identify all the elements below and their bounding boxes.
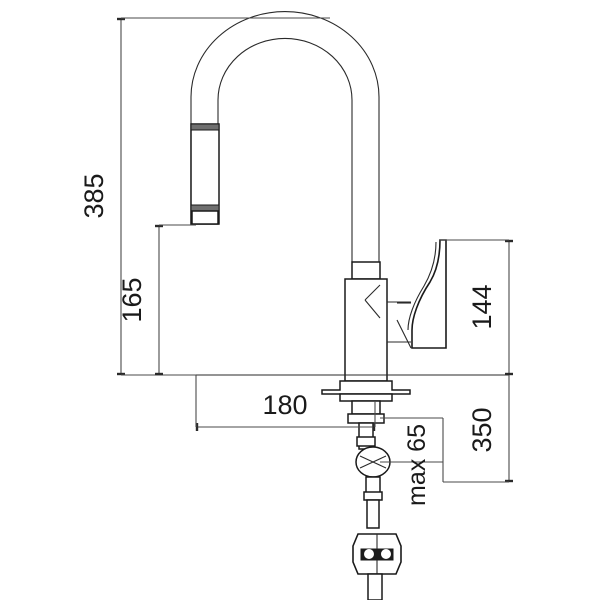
dim-385-label: 385 [79,173,109,218]
mounting-flange [321,380,411,395]
lever-handle-outer [411,239,447,349]
dim-180-label: 180 [262,390,307,420]
dim-350-label: 350 [467,407,497,452]
hose-collar-upper [356,436,376,447]
counterweight-dot-right [381,549,391,559]
hose-ball-detail-right [371,455,387,469]
gooseneck-inner-profile [217,37,353,262]
dimension-max-deck-thickness: max 65 [380,417,444,506]
hose-tube-mid [366,499,380,529]
spray-head-top-band [190,123,220,131]
gooseneck-outer-profile [190,11,380,262]
dimension-below-deck-length: 350 [443,375,513,483]
lever-handle-inner-curve [407,241,437,331]
mixer-column [351,261,381,280]
counterweight-dot-left [364,549,374,559]
spray-head-outlet [191,210,219,225]
faucet-body-group [190,11,509,600]
dimension-handle-height: 144 [440,239,513,376]
dimension-spout-reach: 180 [195,375,376,431]
dimension-outlet-height: 165 [117,224,196,376]
hose-tube-collar [363,491,383,501]
mounting-nut [347,413,385,424]
valve-wedge-upper [364,284,381,301]
mixer-body [344,278,388,382]
spray-head-bottom-band [190,204,220,212]
dim-max65-label: max 65 [403,424,431,506]
dimension-overall-height: 385 [79,17,330,376]
lever-handle-base-joint [396,319,412,349]
hose-tube-lower [367,573,383,600]
flange-base-plate [339,393,393,402]
dim-144-label: 144 [467,284,497,329]
valve-wedge-lower [364,299,381,319]
dim-165-label: 165 [117,277,147,322]
threaded-shank [351,400,381,415]
